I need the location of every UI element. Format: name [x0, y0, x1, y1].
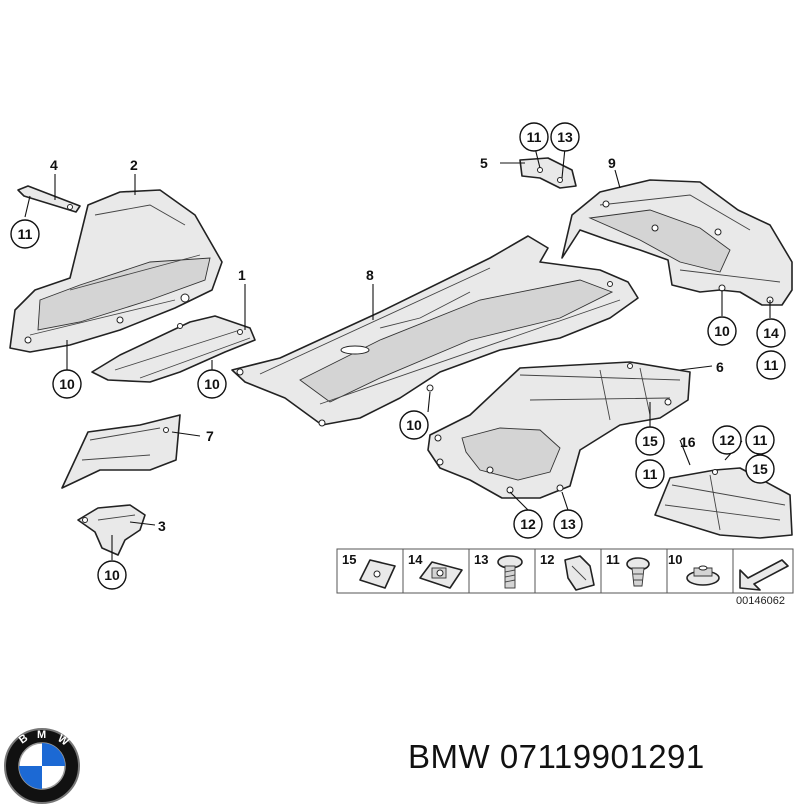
part-label-4: 4 [50, 157, 58, 173]
callout-11: 11 [756, 350, 786, 380]
svg-text:11: 11 [527, 129, 542, 145]
screw-icon [497, 555, 523, 589]
direction-arrow-icon [739, 559, 789, 591]
part-label-3: 3 [158, 518, 166, 534]
svg-text:13: 13 [557, 129, 573, 145]
part-label-16: 16 [680, 434, 696, 450]
part-number-title: BMW 07119901291 [408, 738, 705, 775]
rivet-icon [626, 557, 650, 587]
legend-label-15: 15 [342, 552, 356, 567]
logo-letter-m: M [37, 729, 46, 741]
callout-11: 11 [745, 425, 775, 455]
part-label-1: 1 [238, 267, 246, 283]
square-nut-icon [419, 561, 463, 589]
part-1-panel [91, 315, 256, 383]
legend-label-11: 11 [606, 552, 620, 567]
part-6-plate [427, 361, 691, 499]
reference-code: 00146062 [736, 595, 785, 607]
callout-10: 10 [399, 410, 429, 440]
legend-label-12: 12 [540, 552, 554, 567]
part-3-cover [77, 504, 146, 556]
part-label-9: 9 [608, 155, 616, 171]
svg-text:15: 15 [642, 433, 658, 449]
svg-text:10: 10 [204, 376, 220, 392]
part-2-shield [9, 189, 223, 353]
fastener-legend: 15 14 13 12 11 10 [336, 548, 794, 607]
leader-lines [24, 147, 771, 560]
part-label-5: 5 [480, 155, 488, 171]
flange-nut-icon [686, 565, 720, 586]
part-labels: 4 2 1 8 5 9 6 7 16 3 [50, 155, 724, 534]
callout-13: 13 [550, 122, 580, 152]
svg-text:12: 12 [520, 516, 536, 532]
part-7-shield [61, 414, 181, 489]
callouts: 11 10 10 10 10 11 13 10 14 11 15 11 12 1… [10, 122, 786, 590]
svg-text:15: 15 [752, 461, 768, 477]
callout-11: 11 [10, 219, 40, 249]
callout-12: 12 [513, 509, 543, 539]
svg-text:10: 10 [104, 567, 120, 583]
part-8-tunnel-shield [231, 235, 639, 427]
callout-15: 15 [745, 454, 775, 484]
legend-label-10: 10 [668, 552, 682, 567]
callout-15: 15 [635, 426, 665, 456]
svg-text:13: 13 [560, 516, 576, 532]
callout-10: 10 [197, 369, 227, 399]
svg-text:10: 10 [406, 417, 422, 433]
callout-11: 11 [519, 122, 549, 152]
svg-text:10: 10 [59, 376, 75, 392]
callout-12: 12 [712, 425, 742, 455]
callout-10: 10 [707, 316, 737, 346]
svg-text:11: 11 [643, 466, 658, 482]
part-4-bracket [17, 185, 81, 213]
legend-label-14: 14 [408, 552, 423, 567]
part-16-cover [654, 467, 793, 539]
callout-10: 10 [97, 560, 127, 590]
svg-text:11: 11 [764, 357, 779, 373]
part-label-2: 2 [130, 157, 138, 173]
callout-10: 10 [52, 369, 82, 399]
part-label-6: 6 [716, 359, 724, 375]
callout-14: 14 [756, 318, 786, 348]
legend-label-13: 13 [474, 552, 488, 567]
clip-icon [564, 555, 595, 591]
svg-text:12: 12 [719, 432, 735, 448]
bmw-logo: B M W [4, 728, 80, 804]
callout-11: 11 [635, 459, 665, 489]
clip-nut-icon [359, 559, 396, 589]
svg-text:11: 11 [18, 226, 33, 242]
part-label-7: 7 [206, 428, 214, 444]
part-5-bracket [519, 157, 577, 189]
callout-13: 13 [553, 509, 583, 539]
svg-text:14: 14 [763, 325, 779, 341]
svg-text:11: 11 [753, 432, 768, 448]
part-label-8: 8 [366, 267, 374, 283]
svg-text:10: 10 [714, 323, 730, 339]
